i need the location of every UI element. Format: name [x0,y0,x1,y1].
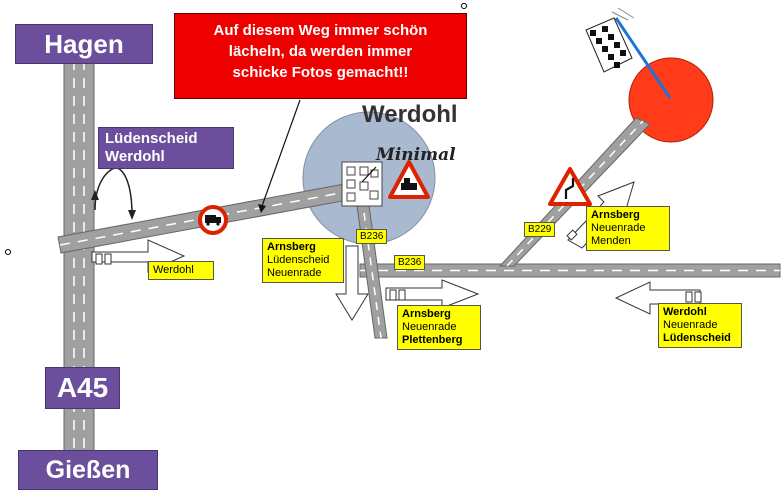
sign-hagen: Hagen [15,24,153,64]
sign-luedenscheid-werdohl: Lüdenscheid Werdohl [98,127,234,169]
direction-box-arnsberg-left: Arnsberg Lüdenscheid Neuenrade [262,238,344,283]
town-buildings-icon [341,161,383,207]
town-note: Minimal [376,145,456,165]
road-label-b229: B229 [524,222,556,237]
town-name: Werdohl [362,101,458,128]
direction-arrow-plettenberg [385,279,480,309]
finish-flag-icon [585,7,672,99]
road-label-b236-b: B236 [394,255,426,270]
road-b236 [359,263,781,278]
direction-arrow-south [335,245,369,321]
callout-pointer [261,99,301,207]
sign-a45: A45 [45,367,120,409]
photo-callout: Auf diesem Weg immer schön lächeln, da w… [174,13,467,99]
direction-arrow-luedenscheid [614,281,702,315]
truck-prohibited-icon [198,205,228,235]
finish-circle [628,57,714,143]
marker-dot [5,249,11,255]
sign-giessen: Gießen [18,450,158,490]
railway-crossing-icon [388,160,430,199]
marker-dot [461,3,467,9]
direction-box-arnsberg-bottom: Arnsberg Neuenrade Plettenberg [397,305,481,350]
road-label-b236-a: B236 [356,229,388,244]
u-turn-arrow [94,167,133,216]
direction-box-arnsberg-right: Arnsberg Neuenrade Menden [586,206,670,251]
direction-box-werdohl: Werdohl [148,261,214,280]
winding-road-icon [548,167,592,206]
direction-box-werdohl-right: Werdohl Neuenrade Lüdenscheid [658,303,742,348]
